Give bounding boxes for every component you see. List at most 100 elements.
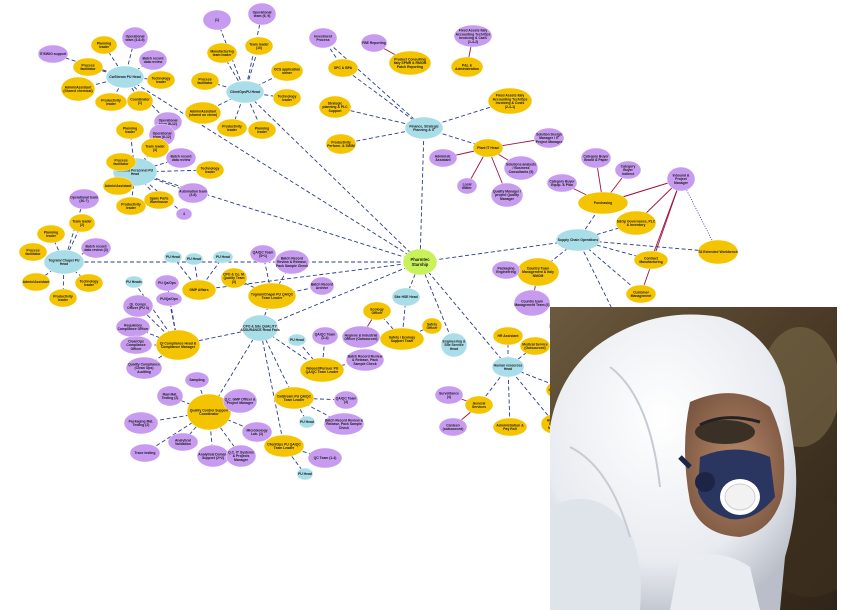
role-node-74-label: Administration &Pay Roll [496, 423, 524, 431]
role-node-86-shape [154, 274, 180, 292]
role-node-79-shape [274, 249, 310, 275]
hub-gmp-shape [181, 279, 217, 301]
role-node-47-shape [325, 133, 357, 155]
role-node-68-label: Medical Service(Outsourced) [522, 342, 548, 350]
hub-plant: Plant IT Head [472, 138, 504, 158]
role-node-71: Surveillance(4) [434, 385, 464, 405]
role-node-97-shape [298, 415, 316, 429]
hub-cw-shape [105, 65, 145, 89]
role-node-2-shape [121, 26, 149, 50]
role-node-108-label: Trace testing [135, 451, 156, 455]
role-node-26: Admin/Assistant [102, 176, 134, 196]
role-node-101-label: Raw Mat.Testing (2) [162, 392, 179, 400]
role-node-36-shape [21, 272, 51, 292]
edge-58 [342, 67, 425, 129]
role-node-87-shape [155, 291, 183, 307]
hub-gc-shape [155, 329, 201, 361]
role-node-0-label: IT/SWIO support [40, 52, 67, 56]
role-node-1-shape [90, 35, 118, 55]
role-node-12-shape [206, 42, 238, 64]
role-node-28-shape [115, 196, 147, 216]
hub-cqa-shape [273, 386, 315, 410]
role-node-98-shape [307, 447, 343, 469]
role-node-5-shape [146, 70, 176, 90]
edge-16 [259, 327, 285, 447]
role-node-101: Raw Mat.Testing (2) [156, 385, 184, 407]
role-node-22-shape [140, 137, 170, 159]
hub-fin-shape [404, 116, 444, 140]
role-node-6-label: Admin/Assistant(Shared chemical) [63, 85, 92, 93]
role-node-37-shape [74, 273, 104, 293]
role-node-55-shape [546, 173, 578, 193]
role-node-93: QA/QC Team(2-4) [311, 326, 339, 346]
role-node-99: PU Head [296, 467, 314, 481]
role-node-17-label: Admin/Assistant(shared on chem) [189, 109, 217, 117]
hub-gmp-label: GMP Affairs [189, 288, 208, 292]
role-node-36: Admin/Assistant [21, 272, 51, 292]
role-node-76-shape [341, 325, 381, 349]
role-node-100-shape [184, 371, 210, 389]
role-node-103-label: Packaging Mat.Testing (2) [129, 419, 154, 427]
role-node-83: PU Head [212, 250, 234, 264]
edge-80 [680, 178, 719, 253]
role-node-86: PU Qa/Ops [154, 274, 180, 292]
role-node-17-shape [184, 101, 222, 125]
role-node-95: QA/QC Team(4) [333, 390, 359, 410]
role-node-26-label: Admin/Assistant [105, 184, 133, 188]
role-node-0: IT/SWIO support [37, 44, 69, 64]
role-node-71-label: Surveillance(4) [439, 391, 459, 399]
role-node-20-shape [115, 120, 145, 140]
role-node-8: Coordinator(1) [126, 90, 154, 112]
role-node-103: Packaging Mat.Testing (2) [123, 411, 159, 435]
role-node-108: Trace testing [129, 443, 161, 463]
role-node-6-shape [60, 76, 96, 102]
role-node-49-label: Administr.Assistant [435, 154, 452, 162]
role-node-30-label: 4 [183, 212, 185, 216]
role-node-19-shape [247, 120, 277, 140]
role-node-69-label: HR Assistant [498, 334, 520, 338]
hub-plant-label: Plant IT Head [477, 146, 498, 150]
role-node-60-shape [491, 260, 521, 280]
role-node-26-shape [102, 176, 134, 196]
role-node-33: Team leader(2) [68, 213, 96, 233]
edge-26 [124, 76, 141, 102]
role-node-84-label: CPO & Co. M.Quality Team(3) [223, 272, 245, 283]
role-node-39-shape [308, 27, 338, 49]
role-node-22: Team leader(3) [140, 137, 170, 159]
role-node-48-shape [533, 127, 565, 149]
role-node-41-shape [453, 24, 493, 48]
role-node-50-shape [503, 155, 539, 181]
role-node-96-shape [323, 412, 365, 436]
edge-50 [50, 233, 65, 263]
role-node-32-shape [36, 224, 66, 244]
